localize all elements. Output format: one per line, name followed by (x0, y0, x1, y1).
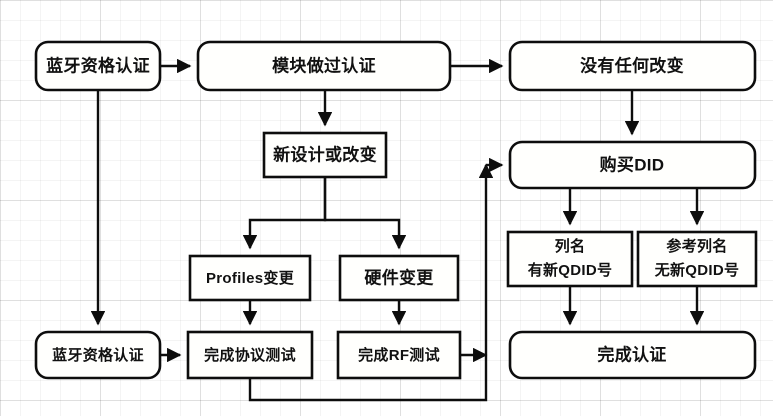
edge-new-design-to-profiles-change (242, 177, 327, 250)
node-shape (336, 330, 462, 380)
node-bt-qualification-bottom[interactable]: 蓝牙资格认证 (34, 330, 162, 380)
node-complete-protocol-test[interactable]: 完成协议测试 (186, 330, 314, 380)
node-shape (636, 230, 758, 288)
node-label: 完成RF测试 (358, 346, 440, 364)
node-shape (508, 40, 757, 92)
node-label-line2: 无新QDID号 (654, 261, 740, 279)
node-label: 模块做过认证 (272, 55, 376, 75)
node-label: 没有任何改变 (580, 55, 684, 75)
node-label: 购买DID (600, 154, 665, 174)
node-shape (196, 40, 452, 92)
node-label-line1: 列名 (555, 237, 586, 255)
node-shape (262, 131, 388, 179)
node-profiles-change[interactable]: Profiles变更 (188, 254, 312, 302)
node-certification-complete[interactable]: 完成认证 (508, 330, 757, 380)
edge-protocol-test-to-buy-did (248, 163, 494, 402)
node-shape (34, 40, 162, 92)
node-no-change[interactable]: 没有任何改变 (508, 40, 757, 92)
node-hardware-change[interactable]: 硬件变更 (338, 254, 460, 302)
node-shape (508, 330, 757, 380)
node-label: 完成协议测试 (204, 346, 296, 364)
edge-new-design-to-hardware-change (323, 177, 407, 250)
edge-layer (90, 58, 705, 402)
node-shape (338, 254, 460, 302)
node-label-line2: 有新QDID号 (528, 261, 613, 279)
node-label: Profiles变更 (206, 269, 295, 287)
node-shape (508, 140, 757, 190)
node-label: 硬件变更 (364, 267, 434, 287)
node-shape (186, 330, 314, 380)
node-module-certified[interactable]: 模块做过认证 (196, 40, 452, 92)
node-label-line1: 参考列名 (666, 237, 727, 255)
node-buy-did[interactable]: 购买DID (508, 140, 757, 190)
node-label: 完成认证 (597, 344, 666, 364)
node-reference-listed-no-new-qdid[interactable]: 参考列名 无新QDID号 (636, 230, 758, 288)
node-listed-with-new-qdid[interactable]: 列名 有新QDID号 (506, 230, 634, 288)
node-new-design-or-change[interactable]: 新设计或改变 (262, 131, 388, 179)
node-shape (188, 254, 312, 302)
node-label: 新设计或改变 (273, 144, 377, 164)
node-shape (506, 230, 634, 288)
node-shape (34, 330, 162, 380)
node-label: 蓝牙资格认证 (46, 55, 150, 75)
node-label: 蓝牙资格认证 (52, 346, 144, 364)
node-bt-qualification-top[interactable]: 蓝牙资格认证 (34, 40, 162, 92)
node-complete-rf-test[interactable]: 完成RF测试 (336, 330, 462, 380)
